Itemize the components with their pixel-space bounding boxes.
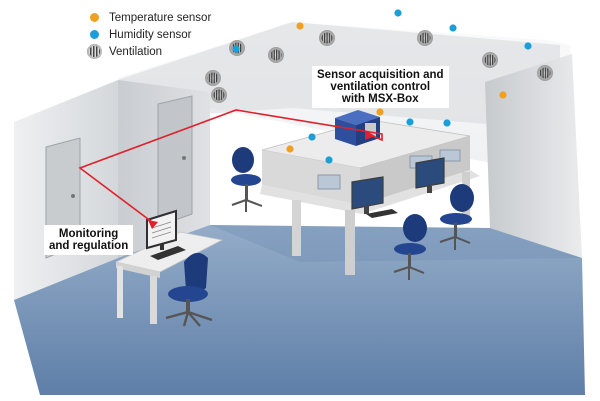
legend-item-temperature: Temperature sensor bbox=[86, 9, 211, 26]
msx-box bbox=[335, 110, 380, 146]
monitor-bench-2-stand bbox=[427, 186, 432, 193]
chair-back-left-post bbox=[245, 184, 248, 200]
temperature-sensor-icon bbox=[296, 22, 304, 30]
monitoring-desk bbox=[114, 209, 224, 324]
ventilation-icon bbox=[482, 52, 498, 68]
temperature-sensor-icon bbox=[286, 145, 294, 153]
door-back bbox=[157, 95, 193, 227]
temperature-sensor-icon bbox=[499, 91, 507, 99]
chair-back-left bbox=[231, 147, 263, 212]
ventilation-icon bbox=[205, 70, 221, 86]
legend-item-ventilation: Ventilation bbox=[86, 43, 211, 60]
ventilation-icon bbox=[537, 65, 553, 81]
bench-leg-left bbox=[292, 200, 301, 256]
chair-front-backrest bbox=[184, 252, 208, 293]
chair-front bbox=[165, 252, 213, 327]
bench-leg-mid bbox=[345, 210, 355, 275]
chair-right-1-backrest bbox=[403, 214, 427, 242]
humidity-sensor-icon bbox=[443, 119, 451, 127]
msx-box-front bbox=[335, 118, 356, 146]
legend-label-temperature: Temperature sensor bbox=[109, 11, 212, 24]
humidity-sensor-icon bbox=[406, 118, 414, 126]
callout-msx-line-3: with MSX-Box bbox=[341, 93, 419, 105]
signal-cable bbox=[78, 109, 383, 223]
monitor-bench-1-stand bbox=[364, 206, 369, 214]
desk-leg-left bbox=[117, 266, 123, 318]
legend: Temperature sensor Humidity sensor Venti… bbox=[86, 9, 211, 60]
shelf-device-3 bbox=[439, 149, 461, 162]
keyboard-bench-1 bbox=[366, 209, 398, 218]
chair-back-left-seat bbox=[231, 174, 261, 186]
monitor-bench-2 bbox=[415, 157, 445, 189]
chair-back-left-backrest bbox=[232, 147, 254, 173]
keyboard-desk bbox=[150, 246, 186, 260]
chair-front-post bbox=[186, 299, 190, 313]
sensor-markers bbox=[232, 9, 532, 164]
callout-monitoring-line-2: and regulation bbox=[49, 240, 129, 252]
monitor-desk-line-1 bbox=[151, 221, 172, 229]
bench-monitors bbox=[351, 157, 445, 218]
humidity-sensor-icon bbox=[308, 133, 316, 141]
ventilation-icon bbox=[319, 30, 335, 46]
temperature-sensor-icon bbox=[90, 13, 99, 22]
callout-msx-box: Sensor acquisition and ventilation contr… bbox=[312, 66, 449, 108]
right-wall bbox=[485, 54, 582, 258]
signal-cable-arrow-desk bbox=[148, 220, 158, 229]
signal-cable-arrow bbox=[365, 130, 375, 140]
monitor-desk-line-3 bbox=[151, 231, 172, 239]
ventilation-icon bbox=[87, 44, 102, 59]
humidity-sensor-icon bbox=[90, 30, 99, 39]
chair-right-2-post bbox=[454, 223, 457, 237]
humidity-sensor-icon bbox=[325, 156, 333, 164]
chair-right-2 bbox=[439, 184, 474, 250]
callout-monitoring-line-1: Monitoring bbox=[58, 228, 119, 240]
temperature-sensor-icon bbox=[376, 108, 384, 116]
chair-right-1-base bbox=[393, 265, 425, 280]
legend-label-ventilation: Ventilation bbox=[109, 45, 163, 58]
callout-msx-line-2: ventilation control bbox=[330, 81, 431, 93]
callout-msx-line-1: Sensor acquisition and bbox=[317, 69, 444, 81]
callout-monitoring: Monitoring and regulation bbox=[44, 225, 134, 255]
chair-right-2-base bbox=[439, 235, 471, 250]
chair-right-1 bbox=[393, 214, 427, 280]
monitor-desk-stand bbox=[160, 244, 164, 250]
monitor-desk bbox=[146, 209, 177, 250]
legend-item-humidity: Humidity sensor bbox=[86, 26, 211, 43]
ventilation-icon bbox=[268, 47, 284, 63]
desk-front bbox=[116, 262, 160, 278]
chair-right-1-post bbox=[408, 253, 411, 267]
humidity-sensor-icon bbox=[449, 24, 457, 32]
chair-right-2-backrest bbox=[450, 184, 474, 212]
chair-back-left-base bbox=[231, 198, 263, 212]
chair-front-seat bbox=[168, 286, 208, 302]
humidity-sensor-icon bbox=[524, 42, 532, 50]
humidity-sensor-icon bbox=[232, 45, 240, 53]
monitor-bench-1 bbox=[351, 176, 384, 210]
chair-right-2-seat bbox=[440, 213, 472, 225]
legend-label-humidity: Humidity sensor bbox=[109, 28, 192, 41]
ventilation-units bbox=[205, 30, 553, 103]
ventilation-icon bbox=[211, 87, 227, 103]
humidity-sensor-icon bbox=[394, 9, 402, 17]
central-workbench bbox=[260, 119, 480, 275]
ventilation-icon bbox=[417, 30, 433, 46]
floor-shadow bbox=[210, 225, 582, 262]
msx-box-top bbox=[335, 110, 380, 125]
door-left-handle bbox=[71, 194, 75, 198]
monitor-desk-line-2 bbox=[151, 226, 172, 234]
msx-box-panel bbox=[365, 123, 376, 137]
desk-leg-right bbox=[150, 276, 157, 324]
bench-lower-shelf bbox=[260, 170, 480, 214]
bench-front-panel bbox=[262, 150, 360, 205]
chair-front-base bbox=[165, 310, 213, 327]
chair-right-1-seat bbox=[394, 243, 426, 255]
door-back-handle bbox=[182, 156, 186, 160]
shelf-device-1 bbox=[317, 174, 341, 190]
